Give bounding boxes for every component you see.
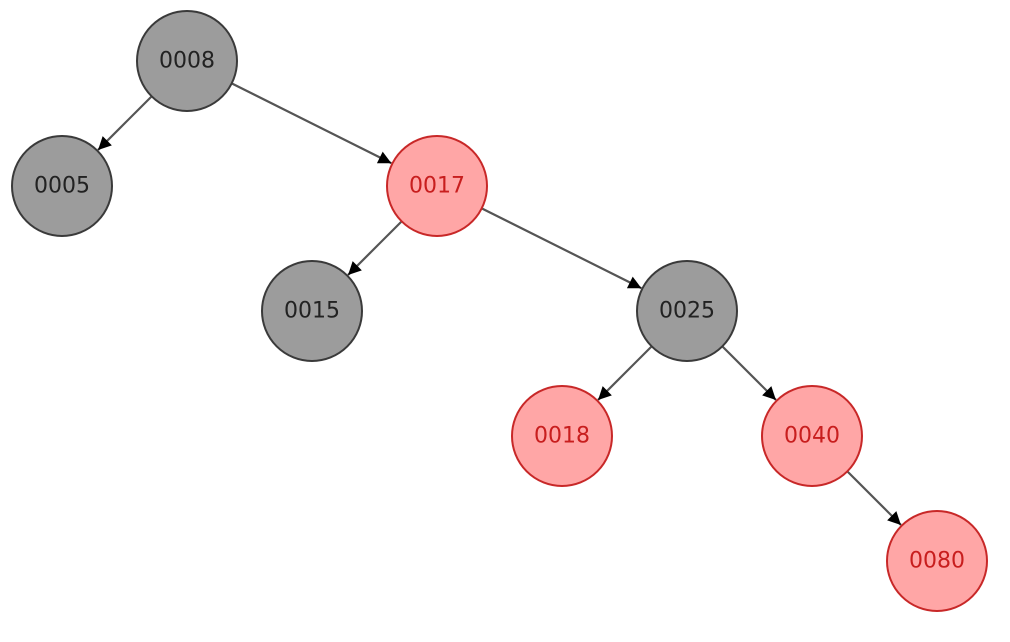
tree-node-0080: 0080	[886, 510, 988, 612]
edge-n8-to-n17	[231, 82, 392, 165]
node-label: 0040	[784, 424, 840, 449]
edge-n17-to-n15	[347, 220, 403, 276]
edges-layer	[97, 82, 902, 526]
edge-n25-to-n18	[597, 345, 653, 401]
node-label: 0018	[534, 424, 590, 449]
tree-node-0005: 0005	[11, 135, 113, 237]
tree-node-0015: 0015	[261, 260, 363, 362]
tree-node-0008: 0008	[136, 10, 238, 112]
node-label: 0080	[909, 549, 965, 574]
node-circle	[261, 260, 363, 362]
node-label: 0005	[34, 174, 90, 199]
node-circle	[636, 260, 738, 362]
node-circle	[11, 135, 113, 237]
node-label: 0017	[409, 174, 465, 199]
node-circle	[761, 385, 863, 487]
edge-n25-to-n40	[721, 345, 777, 401]
tree-node-0025: 0025	[636, 260, 738, 362]
edge-n8-to-n5	[97, 95, 153, 151]
tree-node-0017: 0017	[386, 135, 488, 237]
edge-n17-to-n25	[481, 207, 642, 290]
node-circle	[386, 135, 488, 237]
tree-node-0018: 0018	[511, 385, 613, 487]
node-circle	[511, 385, 613, 487]
node-label: 0008	[159, 49, 215, 74]
tree-node-0040: 0040	[761, 385, 863, 487]
edge-n40-to-n80	[846, 470, 902, 526]
nodes-layer: 0008 0005 0017 0015 0025 0018 0040 0080	[11, 10, 988, 612]
node-circle	[136, 10, 238, 112]
node-label: 0015	[284, 299, 340, 324]
node-label: 0025	[659, 299, 715, 324]
node-circle	[886, 510, 988, 612]
